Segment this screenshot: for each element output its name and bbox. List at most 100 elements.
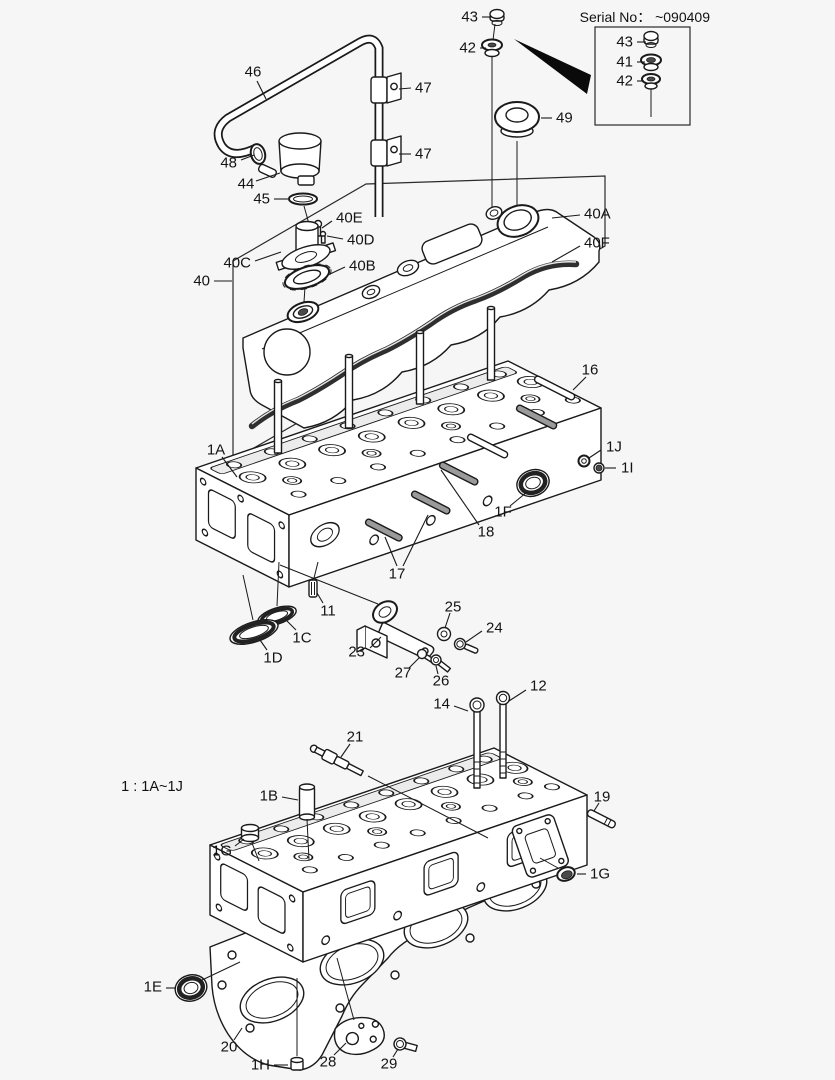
callout-label-28: 28 [320,1054,337,1071]
breather-cup-44 [257,132,322,186]
cylinder-head-upper [195,305,602,588]
bolt-29 [393,1037,418,1052]
callout-label-48: 48 [220,155,237,172]
head-top-details [210,366,581,498]
callout-label-12: 12 [530,678,547,695]
head-studs-and-rods [364,375,576,542]
callout-label-40: 40 [193,273,210,290]
lower-head-left-ports [213,852,296,952]
oring-45 [288,192,318,206]
leader-lines [166,16,646,1066]
callout-label-44: 44 [238,176,255,193]
callout-label-18: 18 [478,524,495,541]
callout-label-40D: 40D [347,232,375,249]
callout-label-inset-43: 43 [616,34,633,51]
bolt-26 [430,654,452,673]
cover-corner-boss [263,328,311,376]
callout-label-20: 20 [221,1039,238,1056]
inset-plug-43 [643,30,659,48]
cylinder-head-lower [209,747,588,963]
vent-hole [485,206,503,220]
breather-mount [286,300,320,324]
cover-pad [421,223,483,265]
callout-label-23: 23 [348,644,365,661]
callout-label-46: 46 [245,64,262,81]
callout-label-1A: 1A [207,442,225,459]
callout-label-49: 49 [556,110,573,127]
cup-plug-1G-right [556,866,576,882]
callout-label-1I: 1I [621,460,634,477]
cover-boss-2 [361,284,381,300]
callout-label-16: 16 [582,362,599,379]
end-flange [511,814,569,878]
filler-neck-40A [496,204,540,238]
valve-cover-40 [242,204,601,429]
seal-1E [174,974,208,1002]
callout-label-1F: 1F [494,504,512,521]
callout-label-47-upper: 47 [415,80,432,97]
head-left-ports [199,477,285,579]
dowel-11 [308,579,318,598]
cup-plug-1G-left [240,823,260,843]
serial-number-label: Serial No： ~090409 [580,9,711,25]
pipe-clamp-47-lower [370,135,402,167]
lifting-bracket-23 [356,600,435,659]
callout-label-42: 42 [459,40,476,57]
callout-label-21: 21 [347,729,364,746]
callout-label-1B: 1B [260,788,278,805]
callout-label-29: 29 [381,1056,398,1073]
ring-1D [229,619,279,645]
oil-filler-cap-49 [494,101,540,138]
callout-label-40C: 40C [223,255,251,272]
callout-label-1D: 1D [263,650,282,667]
callout-label-27: 27 [395,665,412,682]
pipe-clamp-47-upper [370,72,402,104]
cover-boss-1 [396,259,420,277]
rocker-studs [273,305,496,454]
cover-gasket-40F [248,260,580,430]
flange-40C [275,242,337,271]
callout-label-25: 25 [445,599,462,616]
stud-19 [586,809,616,829]
callout-label-inset-42: 42 [616,73,633,90]
serial-inset-box [594,26,691,126]
plug-43 [489,8,505,26]
callout-label-17: 17 [389,566,406,583]
callout-label-11: 11 [320,603,336,620]
head-front-details [310,475,550,548]
callout-label-1J: 1J [606,439,622,456]
lower-head-top-details [220,752,561,874]
callout-label-40F: 40F [584,235,610,252]
valve-guide-1B [298,783,316,821]
callout-label-1E: 1E [144,979,162,996]
callout-label-1H: 1H [251,1057,270,1074]
breather-pipe-46 [213,34,384,217]
callout-label-40E: 40E [336,210,363,227]
seal-1F [516,468,550,498]
washer-25 [436,626,452,642]
callout-label-inset-41: 41 [616,54,633,71]
callout-label-1G-left: 1G [212,843,232,860]
callout-labels: 43 41 42 43 42 49 46 47 47 48 44 45 40E … [144,9,634,1074]
callout-label-1C: 1C [292,630,311,647]
black-wedge-pointer [514,39,591,94]
callout-label-43: 43 [461,9,478,26]
aux-lines-top [491,23,518,212]
callout-label-40A: 40A [584,206,611,223]
ring-1J [577,454,591,468]
aux-connector-lines [199,561,559,1056]
callout-label-1G-right: 1G [590,866,610,883]
callout-label-26: 26 [433,673,450,690]
scale-note: 1 : 1A~1J [121,779,183,795]
pin-40D [319,230,327,244]
head-bolt-14 [469,697,485,789]
callout-label-47-lower: 47 [415,146,432,163]
grommet-42 [481,38,503,58]
callout-label-40B: 40B [349,258,376,275]
inset-washer-41 [640,53,662,72]
cover-plate-28 [333,1016,385,1056]
callout-label-19: 19 [594,789,611,806]
callout-label-14: 14 [433,696,450,713]
